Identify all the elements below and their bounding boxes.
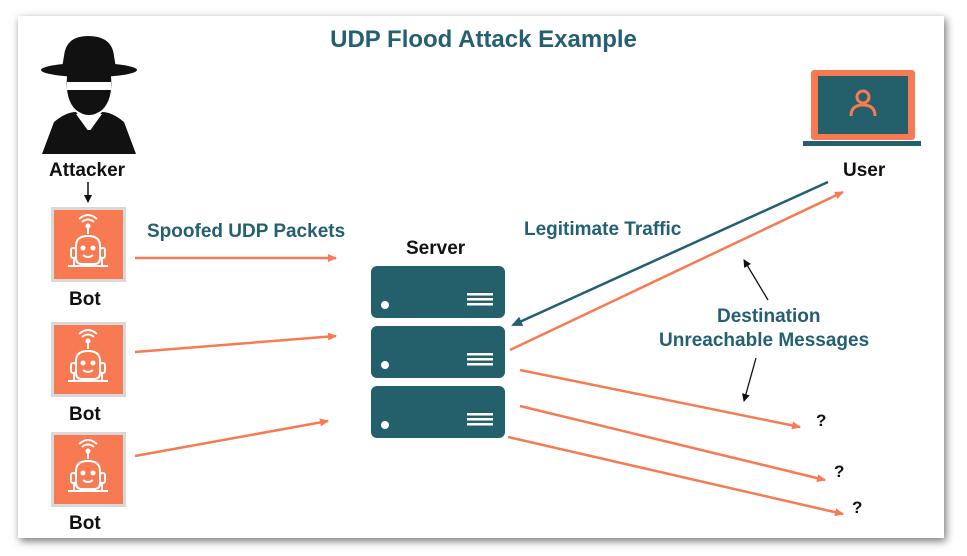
bot3-packet-arrow <box>134 418 329 458</box>
unknown-destination-1: ? <box>816 411 827 430</box>
bot-label-2: Bot <box>69 404 101 425</box>
bot-node-1 <box>51 207 126 282</box>
bot-node-2 <box>51 322 126 397</box>
robot-icon <box>68 329 108 382</box>
laptop-user-icon <box>803 70 921 146</box>
server-to-user-arrow <box>509 190 844 352</box>
user-label: User <box>843 160 886 181</box>
robot-icon <box>68 439 108 492</box>
legit-traffic-label: Legitimate Traffic <box>524 219 682 240</box>
unreachable-arrow-1 <box>519 368 801 430</box>
unknown-destination-3: ? <box>852 498 863 517</box>
hacker-icon <box>41 36 137 154</box>
server-label: Server <box>406 238 466 259</box>
bot2-packet-arrow <box>134 332 337 354</box>
dest-label-line2: Unreachable Messages <box>659 330 870 351</box>
unreachable-arrow-2 <box>519 404 826 483</box>
spoofed-packets-label: Spoofed UDP Packets <box>147 221 346 242</box>
bot-label-3: Bot <box>69 513 101 534</box>
legit-traffic-arrow <box>511 180 829 327</box>
dest-pointer-down <box>742 357 757 402</box>
robot-icon <box>68 214 108 267</box>
dest-label-line1: Destination <box>717 306 821 327</box>
bot-node-3 <box>51 432 126 507</box>
bot-label-1: Bot <box>69 289 101 310</box>
attacker-label: Attacker <box>49 160 126 181</box>
server-icon <box>371 266 505 438</box>
dest-pointer-up <box>743 259 769 301</box>
diagram-title: UDP Flood Attack Example <box>330 26 637 53</box>
unreachable-arrow-3 <box>507 435 844 517</box>
unknown-destination-2: ? <box>834 462 845 481</box>
